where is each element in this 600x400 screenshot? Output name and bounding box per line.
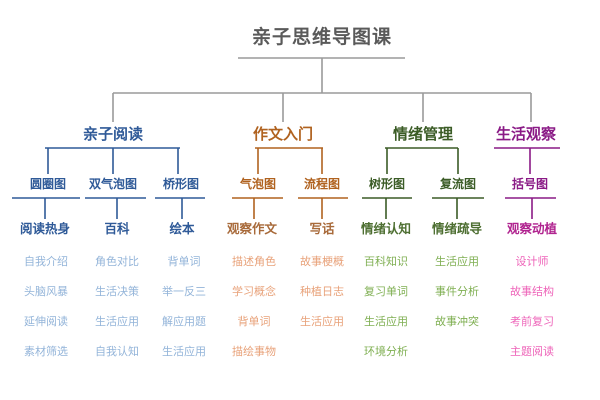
leaf-item: 生活应用 xyxy=(364,315,408,328)
sub-bridge-map: 桥形图 xyxy=(162,177,200,191)
leaf-item: 延伸阅读 xyxy=(24,315,68,328)
leaf-item: 生活应用 xyxy=(95,315,139,328)
leaf-item: 自我认知 xyxy=(95,345,139,358)
topic-reading-warmup: 阅读热身 xyxy=(19,221,71,236)
branch-life-label: 生活观察 xyxy=(495,125,557,143)
leaf-item: 角色对比 xyxy=(95,255,139,268)
leaf-item: 主题阅读 xyxy=(510,345,554,358)
leaf-item: 设计师 xyxy=(515,255,549,268)
leaf-item: 环境分析 xyxy=(364,345,408,358)
leaf-item: 复习单词 xyxy=(364,285,408,298)
leaf-item: 故事梗概 xyxy=(300,255,344,268)
leaf-item: 故事结构 xyxy=(510,285,554,298)
leaf-item: 解应用题 xyxy=(162,315,206,328)
leaf-item: 生活决策 xyxy=(95,285,139,298)
topic-picture-book: 绘本 xyxy=(169,221,195,236)
topic-observe-plants: 观察动植 xyxy=(506,221,558,236)
branch-emotion-label: 情绪管理 xyxy=(392,125,454,143)
leaf-item: 背单词 xyxy=(237,315,271,328)
leaf-item: 百科知识 xyxy=(364,255,408,268)
map-title: 亲子思维导图课 xyxy=(251,26,393,48)
sub-tree-map: 树形图 xyxy=(368,177,406,191)
leaf-item: 种植日志 xyxy=(300,285,344,298)
leaf-item: 生活应用 xyxy=(162,345,206,358)
sub-double-bubble-map: 双气泡图 xyxy=(88,177,138,191)
leaf-item: 生活应用 xyxy=(300,315,344,328)
leaf-item: 素材筛选 xyxy=(24,345,68,358)
leaf-item: 生活应用 xyxy=(435,255,479,268)
topic-encyclopedia: 百科 xyxy=(104,221,130,236)
leaf-item: 举一反三 xyxy=(162,285,206,298)
leaf-item: 自我介绍 xyxy=(24,255,68,268)
leaf-item: 描绘事物 xyxy=(232,345,276,358)
leaf-item: 学习概念 xyxy=(232,285,276,298)
topic-emotion-relief: 情绪疏导 xyxy=(431,221,483,236)
topic-observation-essay: 观察作文 xyxy=(226,221,278,236)
topic-writing: 写话 xyxy=(309,221,335,236)
sub-bubble-map: 气泡图 xyxy=(239,177,277,191)
leaf-item: 头脑风暴 xyxy=(24,285,68,298)
leaf-item: 考前复习 xyxy=(510,315,554,328)
sub-circle-map: 圆圈图 xyxy=(29,177,67,191)
branch-writing-label: 作文入门 xyxy=(252,125,314,143)
leaf-item: 背单词 xyxy=(167,255,201,268)
leaf-item: 故事冲突 xyxy=(435,315,479,328)
topic-emotion-cognition: 情绪认知 xyxy=(360,221,412,236)
sub-brace-map: 括号图 xyxy=(511,177,549,191)
branch-reading-label: 亲子阅读 xyxy=(82,125,144,143)
sub-multi-flow-map: 复流图 xyxy=(439,177,477,191)
leaf-item: 描述角色 xyxy=(232,255,276,268)
leaf-item: 事件分析 xyxy=(435,285,479,298)
sub-flow-map: 流程图 xyxy=(303,177,341,191)
